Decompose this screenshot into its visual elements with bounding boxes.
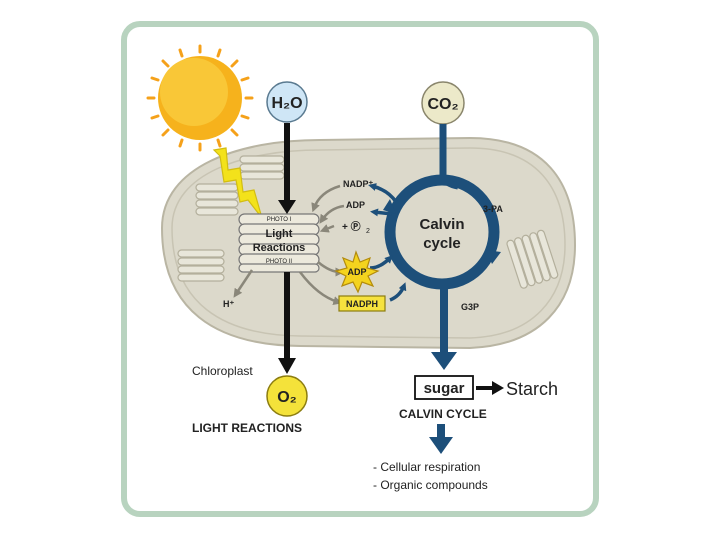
photosystem-one-tag: PHOTO I <box>267 217 292 223</box>
sun-icon <box>146 44 254 152</box>
h-plus-label: H⁺ <box>223 299 234 309</box>
g3p-label: G3P <box>461 302 479 312</box>
atp-starburst <box>334 250 380 294</box>
h2o-arrowhead <box>278 200 296 214</box>
nadp-to-light-arrow <box>311 184 341 213</box>
starch-label: Starch <box>506 379 558 399</box>
grana-stack-right <box>506 229 559 289</box>
sugar-label: sugar <box>424 380 465 397</box>
grana-stack-top-middle <box>239 155 285 180</box>
h2o-circle <box>266 81 308 123</box>
calvin-cycle-arrowhead-right <box>486 250 501 264</box>
light-reactions-label-line2: Reactions <box>253 242 306 254</box>
light-reactions-stack <box>238 213 320 273</box>
output-organic-compounds: - Organic compounds <box>373 478 488 492</box>
nadph-to-cycle-arrow <box>389 282 407 302</box>
light-reactions-label-line1: Light <box>266 228 293 240</box>
calvin-cycle-label-line2: cycle <box>423 235 461 252</box>
chloroplast-label: Chloroplast <box>192 364 253 378</box>
grana-stack-left-top <box>195 183 239 216</box>
cycle-to-nadp-arrow <box>368 183 398 204</box>
adp-label: ADP <box>346 200 365 210</box>
nadph-label: NADPH <box>346 299 378 309</box>
calvin-cycle-arrowhead-left <box>383 199 396 214</box>
nadph-box <box>338 295 386 312</box>
o2-arrowhead <box>278 358 296 374</box>
co2-label: CO₂ <box>427 96 458 113</box>
p-to-light-arrow <box>319 224 335 233</box>
light-reactions-caption: LIGHT REACTIONS <box>192 421 302 435</box>
output-cellular-respiration: - Cellular respiration <box>373 460 480 474</box>
calvin-output-arrowhead <box>429 437 453 454</box>
three-pa-label: 3-PA <box>483 204 503 214</box>
o2-circle <box>266 375 308 417</box>
grana-stack-left-bottom <box>177 249 225 282</box>
calvin-cycle-caption: CALVIN CYCLE <box>399 407 487 421</box>
atp-label: ADP <box>347 267 366 277</box>
atp-to-cycle-arrow <box>369 255 393 270</box>
cycle-to-adp-arrow <box>370 208 393 217</box>
o2-label: O₂ <box>277 389 297 406</box>
h2o-label: H₂O <box>271 95 302 112</box>
sugar-to-starch-arrowhead <box>492 381 504 395</box>
sugar-box <box>414 375 474 400</box>
photosystem-two-tag: PHOTO II <box>266 259 293 265</box>
calvin-cycle-label-line1: Calvin <box>419 216 464 233</box>
phosphate-label: + Ⓟ <box>342 220 361 233</box>
co2-into-cycle-arrow <box>439 124 459 190</box>
g3p-to-sugar-arrowhead <box>431 352 457 370</box>
light-to-h-plus-arrow <box>233 269 254 298</box>
phosphate-subscript: 2 <box>366 228 370 235</box>
adp-to-light-arrow <box>319 204 345 224</box>
light-to-nadph-arrow <box>299 271 343 306</box>
nadp-label: NADP⁺ <box>343 179 374 189</box>
